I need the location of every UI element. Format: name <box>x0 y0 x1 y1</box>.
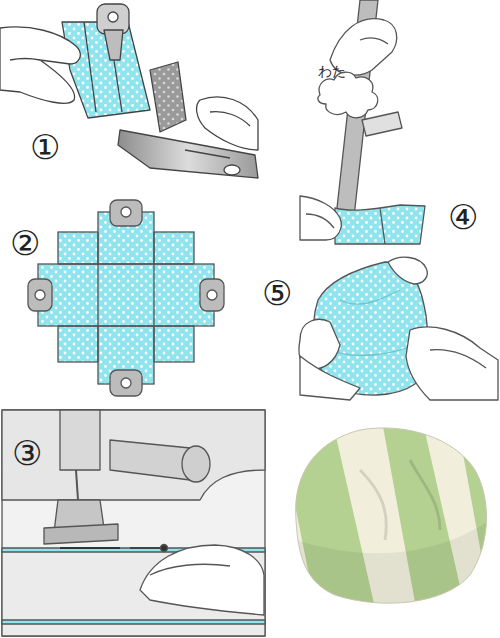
finished-photo-part-part <box>455 410 500 630</box>
step3-figure-part <box>140 545 264 615</box>
step2-figure-part <box>58 232 194 362</box>
step2-figure-part <box>121 207 131 217</box>
finished-photo <box>268 408 500 638</box>
step5-figure-part <box>330 290 415 355</box>
step3-figure-part <box>2 410 265 500</box>
step3-figure-part <box>130 547 160 549</box>
finished-photo-part <box>268 408 500 638</box>
step5-figure-part <box>300 356 360 400</box>
step3-figure-part <box>182 446 210 482</box>
step1-figure-part <box>210 112 250 126</box>
callout-number: ④ <box>448 200 478 234</box>
step1-figure-part <box>84 22 122 112</box>
step2-figure-part <box>200 279 224 311</box>
step2-figure-part <box>38 264 214 326</box>
step4-figure-part <box>335 205 425 244</box>
step2-figure-part <box>110 370 142 396</box>
callout-number: ① <box>30 130 60 164</box>
step1-figure-part <box>185 150 230 158</box>
step1-figure-part <box>150 62 186 132</box>
finished-photo-part <box>280 410 500 630</box>
callout-number: ② <box>10 226 40 260</box>
step4-figure-part <box>360 38 388 44</box>
step3-figure-part <box>161 545 168 552</box>
material-label: わた <box>318 64 346 78</box>
step4-figure-part <box>300 196 341 240</box>
step2-figure-part <box>110 200 142 226</box>
step1-figure-part <box>0 27 80 103</box>
step2-figure-part <box>207 290 217 300</box>
step1-figure-part <box>197 97 258 150</box>
step2-figure-part <box>121 378 131 388</box>
step5-figure <box>299 257 498 400</box>
step1-figure-part <box>224 165 240 175</box>
step4-figure-part <box>318 72 378 118</box>
step2-figure-part <box>28 279 52 311</box>
step2-figure-part <box>35 290 45 300</box>
step1-figure-part <box>62 22 150 118</box>
finished-photo-part <box>296 428 487 603</box>
finished-photo-part-part <box>296 520 490 630</box>
step1-figure <box>0 4 258 178</box>
finished-photo-part-part <box>280 410 500 630</box>
step3-figure-part <box>44 524 118 544</box>
callout-number: ⑤ <box>262 276 292 310</box>
step2-figure <box>28 200 224 396</box>
step3-figure-part <box>150 564 230 575</box>
step5-figure-part <box>430 350 486 368</box>
step3-figure <box>2 410 265 636</box>
step4-figure-part <box>362 112 402 136</box>
step3-figure-part <box>2 620 265 624</box>
step4-figure-part <box>380 208 385 244</box>
step1-figure-part <box>108 12 118 22</box>
finished-photo-part-part <box>360 460 440 540</box>
step4-figure-part <box>306 214 334 228</box>
step5-figure-part <box>406 327 498 400</box>
step3-figure-part <box>60 547 120 549</box>
step5-figure-part <box>388 257 427 284</box>
step1-figure-part <box>10 59 40 61</box>
step4-figure <box>300 0 425 244</box>
step3-figure-part <box>110 440 190 480</box>
step1-figure-part <box>104 30 123 60</box>
step3-figure-part <box>60 410 100 470</box>
step3-figure-part <box>2 410 265 636</box>
callout-number: ③ <box>12 436 42 470</box>
